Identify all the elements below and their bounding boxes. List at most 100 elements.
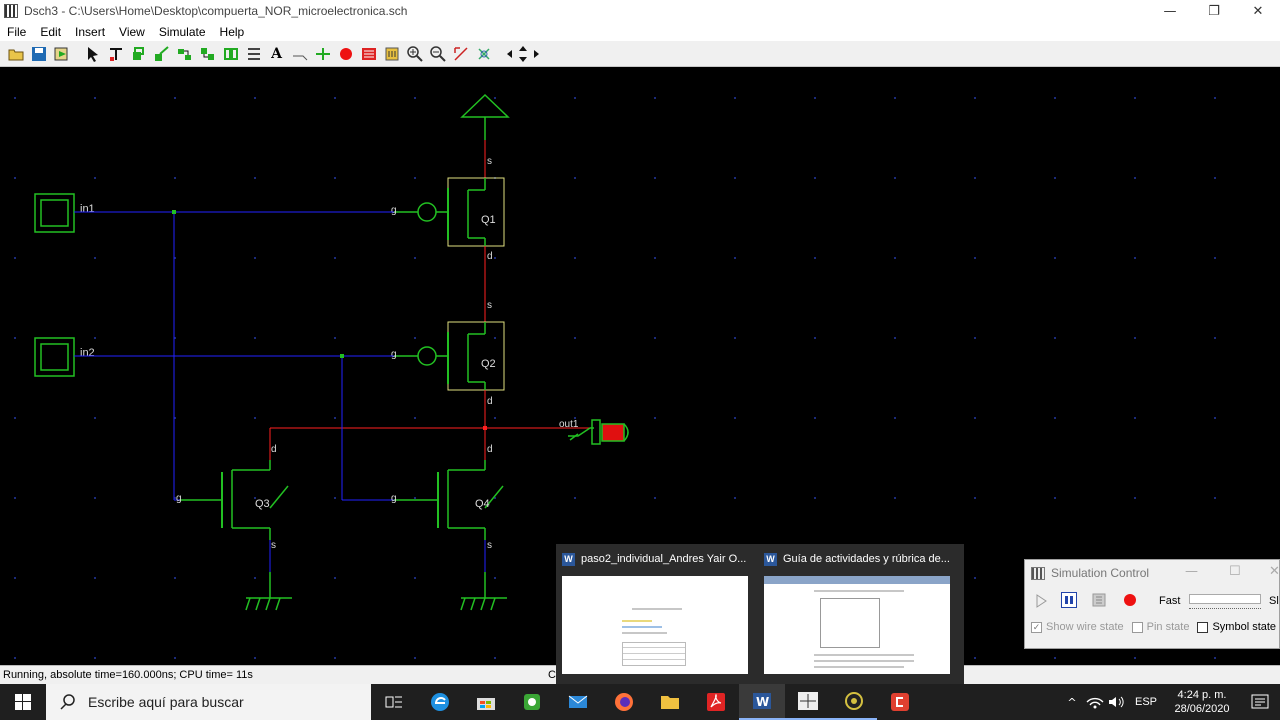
simctl-maximize-button[interactable]: ☐ [1229,564,1241,579]
bus-icon[interactable] [242,43,265,65]
q2-label: Q2 [481,358,496,370]
minimize-button[interactable]: — [1163,3,1177,19]
checkbox-empty-icon [1197,621,1209,633]
menu-help[interactable]: Help [219,24,245,39]
checkbox-checked-icon: ✓ [1031,621,1042,633]
mail-icon [568,695,588,708]
vdd-symbol[interactable] [460,93,510,140]
q2-drain-label: d [487,396,493,407]
menu-edit[interactable]: Edit [40,24,62,39]
q4-gate-label: g [391,493,397,504]
pin-state-checkbox[interactable]: Pin state [1131,621,1189,633]
line-icon[interactable] [288,43,311,65]
play-icon[interactable] [1035,594,1047,608]
pause-button[interactable] [1061,592,1077,608]
dsch-icon [798,692,818,710]
speed-slider[interactable] [1189,594,1261,610]
task-view-icon [385,696,402,708]
gate-icon[interactable] [196,43,219,65]
q3-drain-label: d [271,444,277,455]
symbol-state-checkbox[interactable]: Symbol state [1197,621,1276,633]
transistor-q4[interactable]: Q4 d s g [391,444,504,551]
q1-drain-label: d [487,251,493,262]
transistor-q2[interactable]: Q2 s d g [391,300,505,407]
zoom-in-icon[interactable] [403,43,426,65]
task-view-button[interactable] [371,684,417,720]
in2-label: in2 [80,347,95,359]
show-wire-state-checkbox[interactable]: ✓Show wire state [1031,621,1124,633]
nmos-icon[interactable] [127,43,150,65]
junction-in1 [172,210,176,214]
pmos-icon[interactable] [150,43,173,65]
connect-icon[interactable] [311,43,334,65]
output-led[interactable]: out1 [559,419,629,445]
status-clip-text: C [548,669,556,681]
menu-file[interactable]: File [7,24,27,39]
taskbar-dsch[interactable] [785,684,831,720]
ground-q3[interactable] [245,572,292,611]
fit-icon[interactable] [449,43,472,65]
step-icon[interactable] [1091,592,1107,608]
save-icon[interactable] [27,43,50,65]
out1-label: out1 [559,419,579,430]
pause-icon [1065,596,1073,604]
pointer-icon[interactable] [81,43,104,65]
start-button[interactable] [0,684,46,720]
word-icon: W [764,552,777,566]
red-app-icon [891,693,909,711]
preview-word-doc-1[interactable]: W paso2_individual_Andres Yair O... [562,550,754,682]
junction-out [483,426,487,430]
text-icon[interactable]: A [271,45,282,62]
q3-label: Q3 [255,498,270,510]
ground-q4[interactable] [460,572,507,611]
taskbar-microwind[interactable] [831,684,877,720]
preview-thumbnail-2 [764,576,950,674]
taskbar-word[interactable]: W [739,684,785,720]
open-icon[interactable] [4,43,27,65]
transistor-q1[interactable]: Q1 s d g [391,156,505,262]
simctl-close-button[interactable]: ✕ [1269,564,1280,579]
taskbar-red-app[interactable] [877,684,923,720]
record-icon[interactable] [334,43,357,65]
timing-icon[interactable] [357,43,380,65]
taskbar-explorer[interactable] [647,684,693,720]
window-title: Dsch3 - C:\Users\Home\Desktop\compuerta_… [24,4,408,18]
chip-icon[interactable] [380,43,403,65]
taskbar-mail[interactable] [555,684,601,720]
preview-word-doc-2[interactable]: W Guía de actividades y rúbrica de... [764,550,956,682]
language-indicator[interactable]: ESP [1134,696,1157,708]
transistor-icon[interactable] [219,43,242,65]
input-in1[interactable]: in1 [34,193,95,233]
arrows-icon[interactable] [503,43,543,65]
menu-simulate[interactable]: Simulate [158,24,206,39]
simulate-file-icon[interactable] [50,43,73,65]
transistor-q3[interactable]: Q3 d s g [176,444,289,551]
maximize-button[interactable]: ❐ [1208,3,1220,19]
extract-icon[interactable] [472,43,495,65]
taskbar-store[interactable] [463,684,509,720]
simctl-title: Simulation Control [1051,566,1150,580]
zoom-out-icon[interactable] [426,43,449,65]
wifi-icon[interactable] [1084,694,1106,710]
clock-icon[interactable] [173,43,196,65]
clock-date: 28/06/2020 [1174,703,1230,715]
input-wires[interactable] [74,211,438,501]
menu-insert[interactable]: Insert [75,24,106,39]
taskbar-search-box[interactable]: Escribe aquí para buscar [46,684,371,720]
taskbar-app-green[interactable] [509,684,555,720]
clock[interactable]: 4:24 p. m. 28/06/2020 [1164,688,1240,716]
close-button[interactable]: ✕ [1252,3,1264,19]
q1-label: Q1 [481,214,496,226]
taskbar-edge[interactable] [417,684,463,720]
wire-icon[interactable] [104,43,127,65]
chevron-up-icon[interactable]: ^ [1067,695,1077,709]
record-icon[interactable] [1123,593,1137,607]
simctl-minimize-button[interactable]: — [1185,564,1198,579]
notifications-icon[interactable] [1240,693,1280,711]
toolbar: A [0,41,1280,67]
menu-view[interactable]: View [119,24,145,39]
taskbar-acrobat[interactable] [693,684,739,720]
volume-icon[interactable] [1106,694,1128,710]
input-in2[interactable]: in2 [34,337,95,377]
taskbar-firefox[interactable] [601,684,647,720]
